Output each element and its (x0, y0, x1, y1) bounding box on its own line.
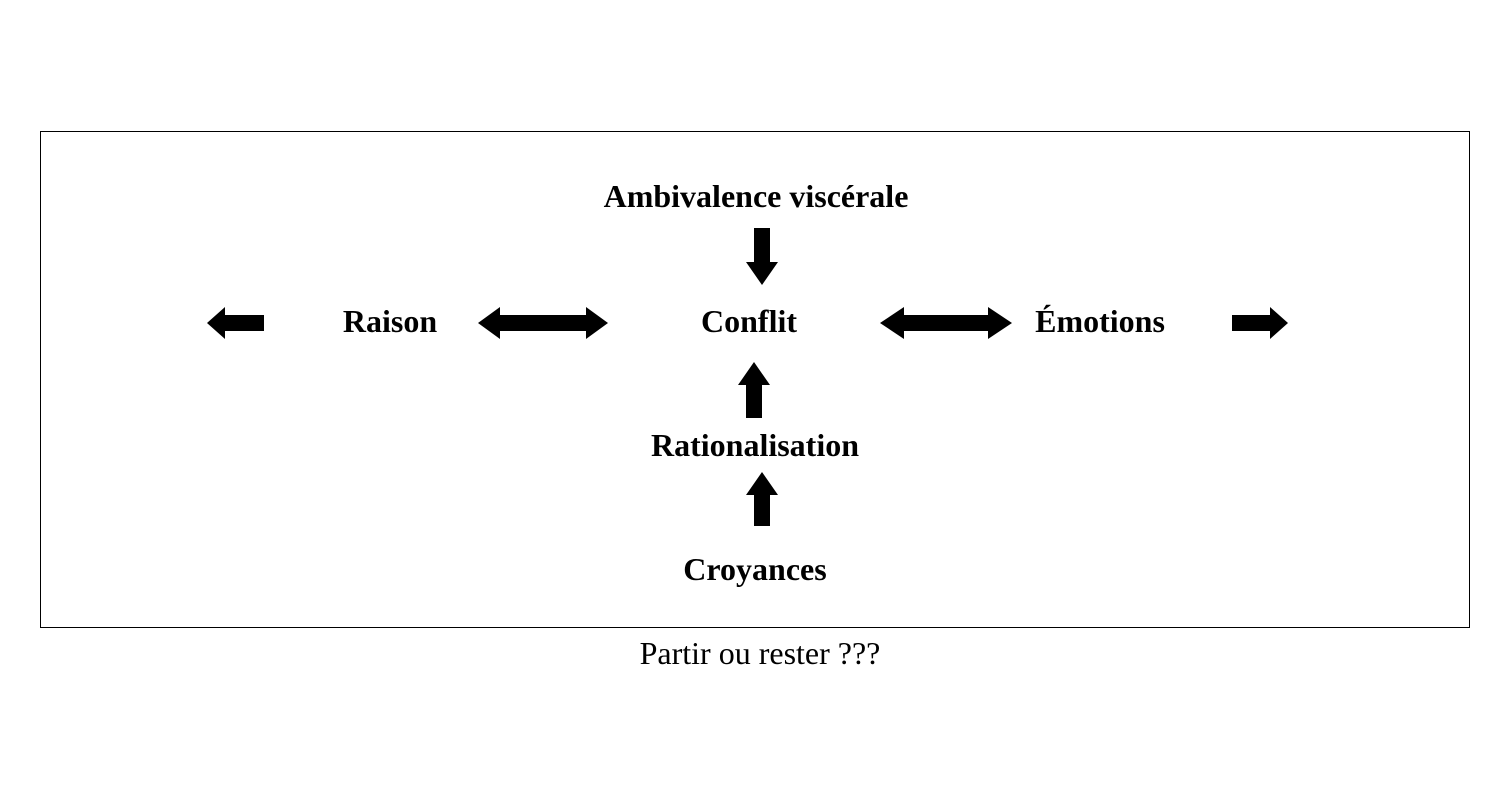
node-raison: Raison (342, 303, 438, 339)
node-conflit: Conflit (701, 303, 797, 339)
arrow-rationalisation-to-conflit (738, 362, 770, 418)
node-ambivalence: Ambivalence viscérale (603, 178, 909, 214)
node-croyances: Croyances (683, 551, 827, 587)
arrow-croyances-to-rationalisation (746, 472, 778, 526)
node-rationalisation: Rationalisation (650, 427, 860, 463)
arrow-raison-outward (207, 307, 264, 339)
arrow-emotions-outward (1232, 307, 1288, 339)
diagram-frame (40, 131, 1470, 628)
node-emotions: Émotions (1035, 303, 1165, 339)
arrow-raison-conflit (478, 307, 608, 339)
arrow-ambivalence-to-conflit (746, 228, 778, 285)
arrow-conflit-emotions (880, 307, 1012, 339)
diagram-caption: Partir ou rester ??? (639, 635, 881, 671)
